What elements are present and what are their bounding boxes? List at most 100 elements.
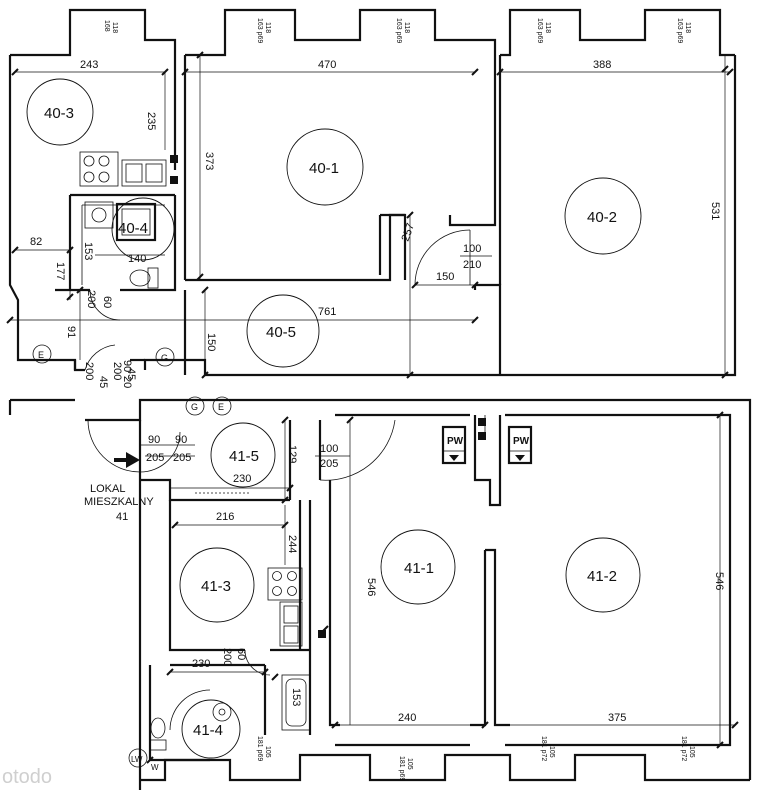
dim-label: 177 — [54, 262, 66, 280]
pw-shaft-icon — [507, 425, 533, 465]
window-label: 105 — [548, 746, 555, 758]
dim-label: 216 — [216, 511, 234, 523]
pw-label: PW — [447, 436, 464, 447]
vent-icon — [170, 176, 178, 184]
washbasin-icon — [212, 702, 232, 722]
dim-label: 153 — [290, 688, 302, 706]
window-label: 105 — [406, 758, 413, 770]
sink-icon — [279, 601, 303, 647]
window-label: 168 — [103, 20, 110, 32]
dim-label: 200 — [111, 362, 123, 380]
dim-label: 531 — [709, 202, 721, 220]
meter-label: G — [191, 402, 198, 412]
fixtures — [32, 151, 533, 768]
room-label: 40-1 — [309, 160, 339, 177]
window-label: 105 — [264, 746, 271, 758]
dim-label: 546 — [713, 572, 725, 590]
bathtub-icon — [281, 674, 311, 731]
window-label: 163 p69 — [395, 18, 402, 43]
door-swings — [84, 229, 471, 731]
dim-label: 45 — [125, 368, 137, 380]
window-label: 163 p69 — [676, 18, 683, 43]
sink-icon — [121, 159, 167, 187]
room-label: 41-4 — [193, 722, 223, 739]
dim-label: 90 — [148, 434, 160, 446]
toilet-icon — [149, 717, 167, 751]
dim-label: 60 — [101, 296, 113, 308]
dim-label: 240 — [398, 712, 416, 724]
dimension-lines — [6, 51, 739, 764]
unit-label-line: 41 — [116, 511, 128, 523]
dim-label: 210 — [463, 259, 481, 271]
dim-label: 200 — [85, 290, 97, 308]
meter-label: E — [218, 402, 224, 412]
dim-label: 90 — [175, 434, 187, 446]
meter-label: G — [161, 353, 168, 363]
watermark-logo: otodo — [2, 766, 52, 788]
room-label: 41-3 — [201, 578, 231, 595]
window-label: 163 p69 — [256, 18, 263, 43]
dim-label: 243 — [80, 59, 98, 71]
dim-label: 257 — [400, 222, 418, 243]
unit-label: LOKAL MIESZKALNY 41 — [84, 483, 154, 523]
pw-shaft-icon — [441, 425, 467, 465]
room-label: 40-2 — [587, 209, 617, 226]
dim-label: 373 — [203, 152, 215, 170]
dim-label: 205 — [320, 458, 338, 470]
dim-label: 100 — [463, 243, 481, 255]
dim-label: 244 — [286, 535, 298, 553]
meter-e-icon — [212, 396, 232, 416]
window-label: 163 p69 — [536, 18, 543, 43]
meter-label: LW — [131, 755, 143, 764]
unit-label-line: MIESZKALNY — [84, 496, 154, 508]
dim-label: 100 — [320, 443, 338, 455]
stove-icon — [267, 567, 303, 601]
vent-icon — [318, 630, 326, 638]
window-label: 118 — [111, 22, 118, 33]
window-label: 105 — [688, 746, 695, 758]
room-label: 41-2 — [587, 568, 617, 585]
dim-label: 140 — [128, 253, 146, 265]
room-label: 40-3 — [44, 105, 74, 122]
window-label: 181 p72 — [680, 736, 687, 761]
window-label: 181 p69 — [398, 756, 405, 781]
dim-label: 200 — [83, 362, 95, 380]
dim-label: 205 — [173, 452, 191, 464]
window-label: 118 — [544, 22, 551, 33]
entrance-arrow-icon — [114, 452, 140, 468]
meter-g-icon — [155, 347, 175, 367]
dim-label: 470 — [318, 59, 336, 71]
dim-label: 150 — [205, 333, 217, 351]
room-markers — [26, 78, 642, 759]
window-label: 118 — [264, 22, 271, 33]
room-label: 41-5 — [229, 448, 259, 465]
dim-label: 20 — [121, 376, 133, 388]
dim-label: 230 — [192, 658, 210, 670]
stove-icon — [79, 151, 119, 187]
washbasin-icon — [84, 201, 114, 229]
dim-label: 388 — [593, 59, 611, 71]
dim-label: 82 — [30, 236, 42, 248]
dim-label: 205 — [146, 452, 164, 464]
dim-label: 761 — [318, 306, 336, 318]
dim-label: 150 — [436, 271, 454, 283]
dim-label: 153 — [82, 242, 94, 260]
vent-icon — [170, 155, 178, 163]
symbol-labels: PW PW G G E E LW W — [38, 350, 530, 772]
meter-g-icon — [185, 396, 205, 416]
pw-label: PW — [513, 436, 530, 447]
window-label: 181 p72 — [540, 736, 547, 761]
meter-label: E — [38, 350, 44, 360]
dim-label: 200 — [221, 648, 233, 666]
dim-label: 235 — [145, 112, 157, 130]
dim-label: 90 — [121, 360, 133, 372]
dim-label: 375 — [608, 712, 626, 724]
meter-lw-icon — [128, 748, 148, 768]
dim-label: 230 — [233, 473, 251, 485]
meter-label: W — [151, 763, 159, 772]
meter-e-icon — [32, 344, 52, 364]
vent-icon — [478, 418, 486, 426]
room-label: 40-4 — [118, 220, 148, 237]
window-label: 118 — [403, 22, 410, 33]
